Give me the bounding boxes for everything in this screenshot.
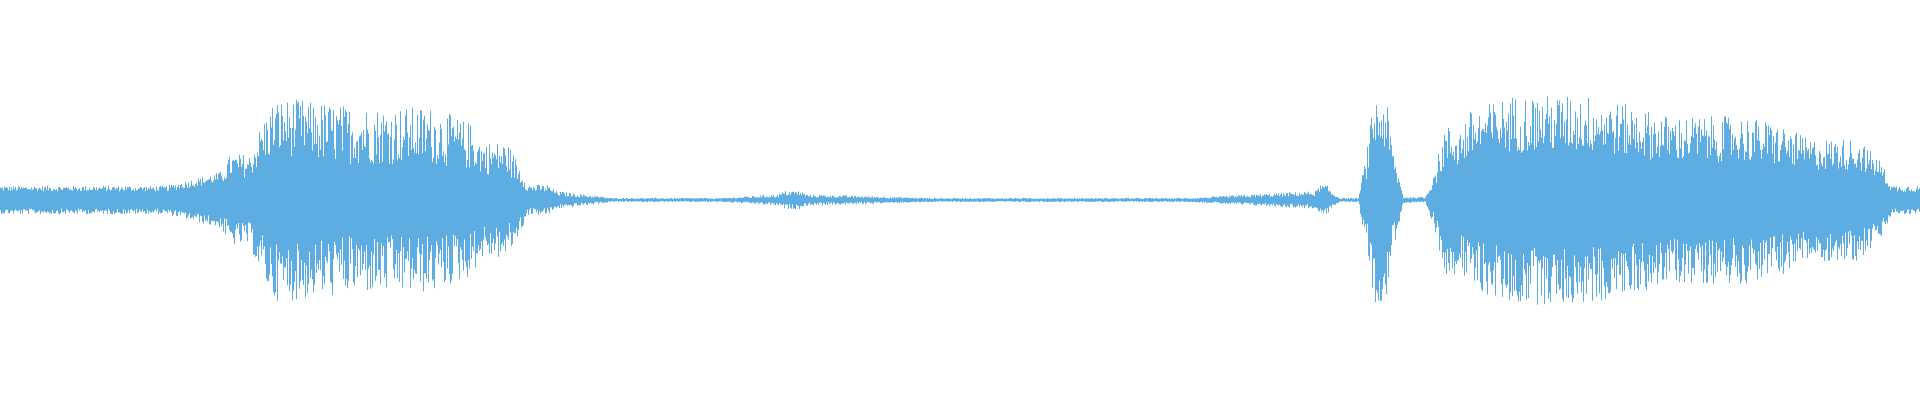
waveform-bars	[0, 96, 1920, 305]
waveform-path	[0, 96, 1920, 305]
